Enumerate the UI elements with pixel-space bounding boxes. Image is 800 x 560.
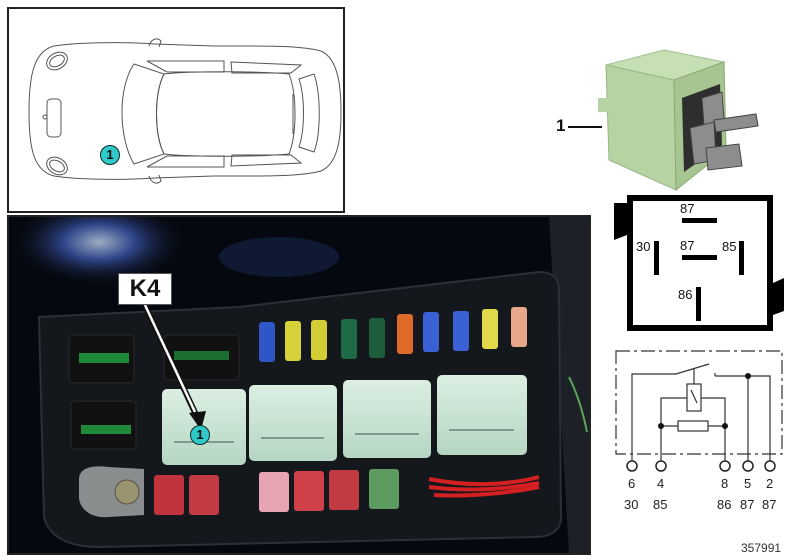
- pin-label-bottom: 86: [678, 287, 693, 302]
- car-outline-icon: [28, 38, 342, 184]
- document-id: 357991: [741, 541, 782, 555]
- pinout-frame: [614, 195, 784, 331]
- pin-label-center: 87: [680, 238, 695, 253]
- pin-index-2: 2: [766, 476, 774, 491]
- terminal-85: 85: [653, 497, 668, 512]
- terminal-30: 30: [624, 497, 639, 512]
- pin-label-right: 85: [722, 239, 737, 254]
- pin-index-5: 5: [744, 476, 752, 491]
- relay-circuit-schematic: 6 4 8 5 2 30 85 86 87 87: [612, 345, 792, 535]
- relay-icon: [598, 49, 759, 192]
- pin-label-left: 30: [636, 239, 651, 254]
- location-callout-1: 1: [100, 145, 120, 165]
- part-callout-leader-line: [568, 126, 602, 128]
- pin-index-4: 4: [657, 476, 665, 491]
- location-label-k4: K4: [118, 273, 172, 305]
- fuse-box-illustration: [9, 217, 589, 553]
- schematic-diagram: [615, 350, 783, 472]
- vehicle-locator-panel: 1: [7, 7, 345, 213]
- terminal-87-b: 87: [762, 497, 777, 512]
- pin-index-6: 6: [628, 476, 636, 491]
- relay-pinout-diagram: 87 30 87 85 86: [612, 193, 784, 335]
- terminal-86: 86: [717, 497, 732, 512]
- fuse-box-photo: K4 1: [7, 215, 591, 555]
- relay-callout-1: 1: [190, 425, 210, 445]
- pin-index-8: 8: [721, 476, 729, 491]
- relay-part-image: [594, 40, 784, 200]
- part-callout-number: 1: [556, 116, 566, 135]
- terminal-87-a: 87: [740, 497, 755, 512]
- pin-label-top: 87: [680, 201, 695, 216]
